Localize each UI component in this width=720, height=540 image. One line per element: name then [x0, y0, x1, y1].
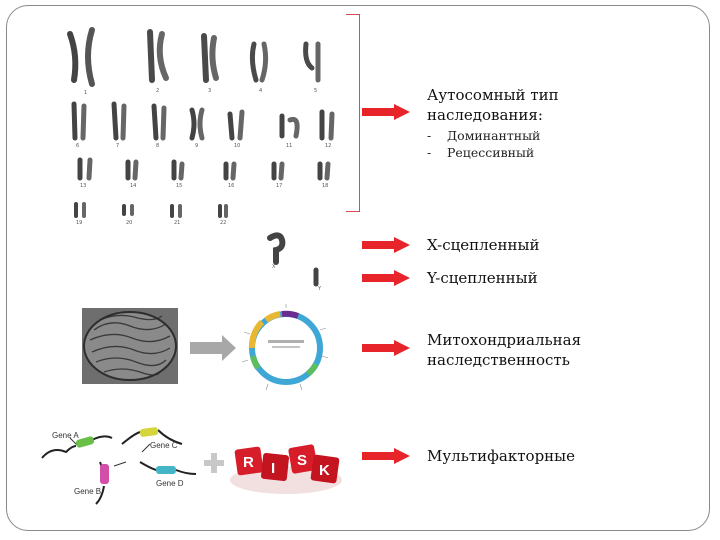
risk-letter-s: S	[297, 452, 307, 469]
arrow-multifactorial-icon	[362, 448, 410, 464]
autosome-bracket	[346, 14, 360, 212]
plus-icon	[204, 453, 224, 473]
arrow-autosomal-icon	[362, 104, 410, 120]
gene-b-segment	[100, 464, 109, 484]
chromosome-label-3: 3	[208, 88, 211, 94]
risk-letter-i: I	[271, 460, 275, 477]
gene-a-segment	[75, 436, 95, 448]
gene-d-label: Gene D	[156, 479, 184, 488]
x-chromosome-label: X	[272, 264, 276, 270]
autosomal-dominant-label: Доминантный	[447, 128, 541, 143]
chromosome-label-10: 10	[234, 143, 240, 149]
chromosome-label-21: 21	[174, 220, 180, 226]
chromosome-label-6: 6	[76, 143, 79, 149]
multifactorial-label: Мультифакторные	[427, 447, 575, 465]
chromosome-label-15: 15	[176, 183, 182, 189]
chromosome-label-18: 18	[322, 183, 328, 189]
chromosome-label-14: 14	[130, 183, 136, 189]
y-chromosome-label: Y	[317, 286, 322, 292]
risk-letter-k: K	[319, 462, 330, 479]
chromosome-label-8: 8	[156, 143, 159, 149]
chromosome-label-19: 19	[76, 220, 82, 226]
chromosome-label-9: 9	[195, 143, 198, 149]
chromosome-label-7: 7	[116, 143, 119, 149]
chromosome-label-13: 13	[80, 183, 86, 189]
chromosome-label-20: 20	[126, 220, 132, 226]
gene-b-label: Gene B	[74, 487, 101, 496]
autosomal-recessive-label: Рецессивный	[447, 145, 535, 160]
gene-c-label: Gene C	[150, 441, 178, 450]
arrow-x-linked-icon	[362, 237, 410, 253]
autosomal-title: Аутосомный тип наследования:	[427, 86, 559, 124]
chromosome-label-5: 5	[314, 88, 317, 94]
chromosome-label-1: 1	[84, 90, 87, 96]
chromosome-label-2: 2	[156, 88, 159, 94]
arrow-y-linked-icon	[362, 270, 410, 286]
chromosome-label-22: 22	[220, 220, 226, 226]
risk-letter-r: R	[243, 454, 254, 471]
chromosome-label-4: 4	[259, 88, 262, 94]
mtdna-map-diagram	[241, 304, 329, 391]
gene-d-segment	[156, 466, 176, 474]
chromosome-label-17: 17	[276, 183, 282, 189]
chromosome-label-16: 16	[228, 183, 234, 189]
x-chromosome	[267, 232, 286, 265]
autosomal-recessive-item: -Рецессивный	[427, 145, 535, 160]
y-linked-label: Y-сцепленный	[427, 269, 538, 287]
chromosome-label-12: 12	[325, 143, 331, 149]
gray-arrow-icon	[190, 335, 236, 361]
chromosome-label-11: 11	[286, 143, 292, 149]
autosomal-dominant-item: -Доминантный	[427, 128, 541, 143]
gene-c-segment	[139, 427, 159, 437]
gene-a-label: Gene A	[52, 431, 79, 440]
x-linked-label: X-сцепленный	[427, 236, 540, 254]
risk-dice-image: R I S K	[230, 444, 342, 494]
mitochondrial-label: Митохондриальная наследственность	[427, 331, 582, 369]
arrow-mitochondrial-icon	[362, 340, 410, 356]
